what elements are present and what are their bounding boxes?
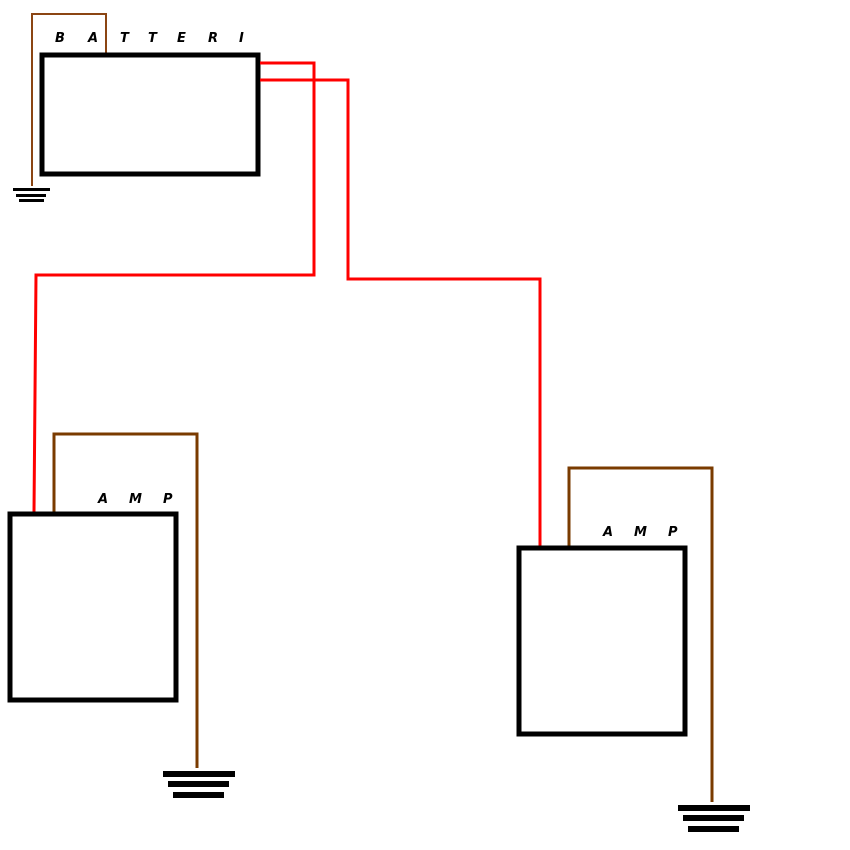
battery-ground-symbol xyxy=(13,188,50,202)
left-amp-label: A M P xyxy=(97,492,173,507)
battery-label-letter: A xyxy=(87,31,98,46)
battery-label-letter: I xyxy=(239,31,244,46)
amp-label-letter: M xyxy=(129,492,142,507)
right-amp-ground-wire xyxy=(567,466,714,802)
battery-label: B A T T E R I xyxy=(55,31,244,46)
right-amp-ground-symbol xyxy=(678,805,750,832)
left-amp-ground-wire xyxy=(52,432,199,768)
battery-label-letter: R xyxy=(208,31,218,46)
battery-label-letter: B xyxy=(55,31,65,46)
amp-label-letter: P xyxy=(163,492,173,507)
amp-label-letter: M xyxy=(634,525,647,540)
left-amp-box xyxy=(7,511,179,703)
battery-ground-wire xyxy=(31,13,107,186)
battery-box xyxy=(39,52,261,177)
amp-label-letter: A xyxy=(602,525,613,540)
left-amp-ground-symbol xyxy=(163,771,235,798)
right-amp-box xyxy=(516,545,688,737)
battery-label-letter: T xyxy=(148,31,158,46)
power-wire-right-amp xyxy=(260,78,542,546)
amp-label-letter: P xyxy=(668,525,678,540)
battery-label-letter: T xyxy=(120,31,130,46)
power-wire-left-amp xyxy=(32,61,316,513)
amp-label-letter: A xyxy=(97,492,108,507)
right-amp-label: A M P xyxy=(602,525,678,540)
battery-label-letter: E xyxy=(177,31,186,46)
